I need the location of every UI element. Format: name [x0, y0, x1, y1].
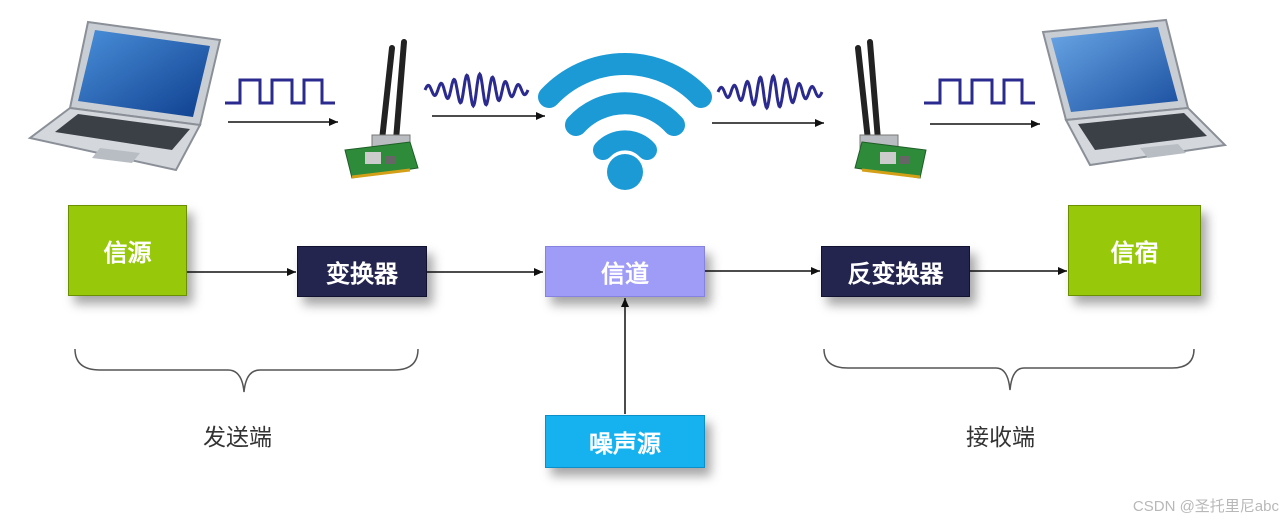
inverse-transformer-box: 反变换器	[821, 246, 970, 297]
noise-source-box: 噪声源	[545, 415, 705, 468]
transformer-box: 变换器	[297, 246, 427, 297]
transformer-label: 变换器	[326, 259, 398, 288]
sink-box: 信宿	[1068, 205, 1201, 296]
laptop-icon	[1041, 18, 1228, 167]
wireless-card-icon	[344, 39, 419, 179]
receiver-brace	[823, 348, 1195, 391]
receiver-label: 接收端	[966, 425, 1035, 451]
channel-label: 信道	[601, 259, 649, 288]
inverse-transformer-label: 反变换器	[847, 259, 944, 288]
sender-brace	[74, 348, 419, 393]
square-wave-icon	[924, 78, 1035, 105]
source-box: 信源	[68, 205, 187, 296]
square-wave-icon	[225, 78, 335, 105]
sine-wave-icon	[423, 71, 530, 109]
sine-wave-icon	[716, 73, 824, 111]
wireless-card-icon	[854, 39, 927, 179]
sink-label: 信宿	[1110, 238, 1159, 267]
sender-label: 发送端	[203, 425, 272, 451]
wifi-icon	[538, 53, 712, 190]
source-label: 信源	[103, 238, 152, 267]
channel-box: 信道	[545, 246, 705, 297]
laptop-icon	[27, 20, 222, 172]
watermark: CSDN @圣托里尼abc	[1132, 498, 1279, 515]
noise-source-label: 噪声源	[589, 429, 661, 458]
